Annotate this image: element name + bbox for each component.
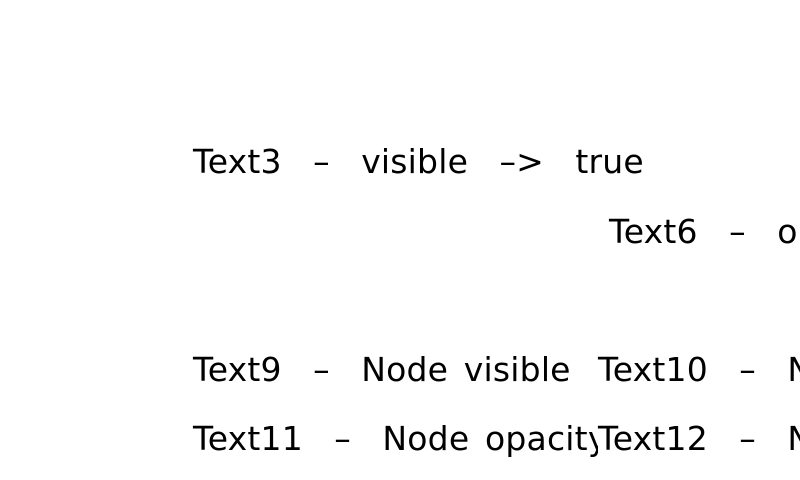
text-node-text6[interactable]: Text6 – opacity –> 0 [609, 212, 800, 251]
text-node-text3[interactable]: Text3 – visible –> true [193, 142, 644, 181]
text-node-text12[interactable]: Text12 – Node opacity –> 0 [598, 422, 800, 455]
text-node-text10[interactable]: Text10 – Node visible –> true [598, 353, 800, 386]
